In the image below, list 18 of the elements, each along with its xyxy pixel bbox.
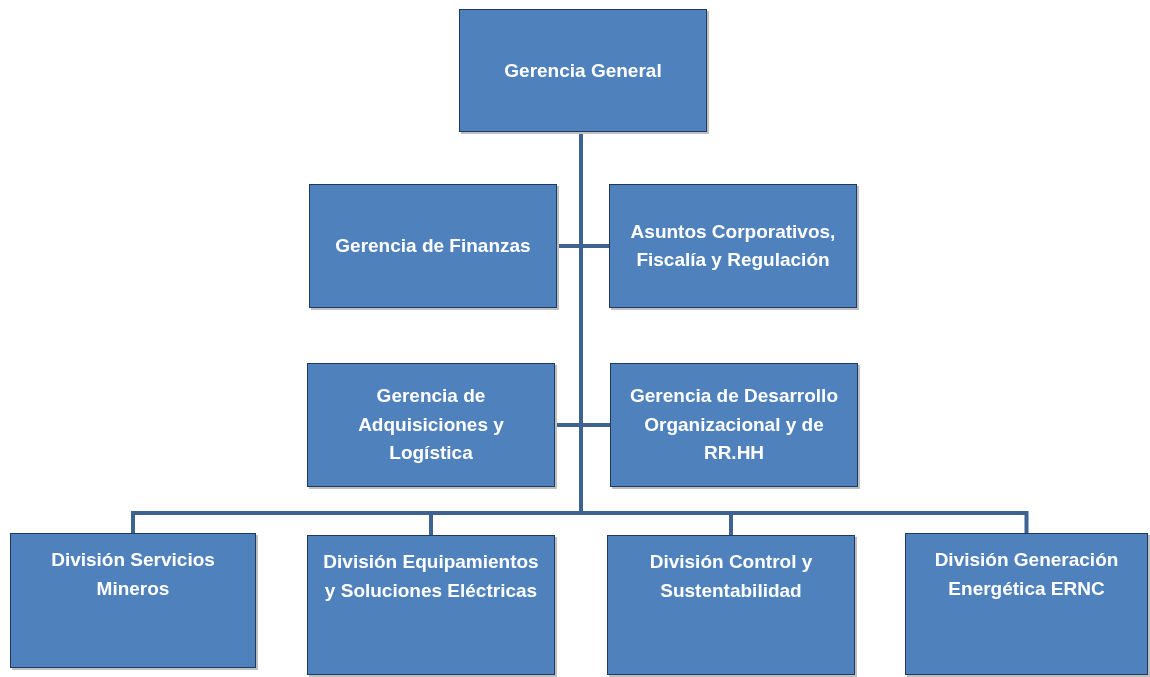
box-label: Gerencia de Finanzas (335, 233, 531, 258)
org-box (607, 535, 855, 675)
box-label: Gerencia General (504, 58, 662, 83)
org-box (609, 184, 857, 308)
box-label: División Servicios Mineros (50, 548, 216, 601)
org-box (309, 184, 557, 308)
box-label: Gerencia de Desarrollo Organizacional y de RR.HH (628, 384, 839, 466)
org-box (307, 535, 555, 675)
box-label: División Equipamientos y Soluciones Eléctricas (322, 550, 540, 603)
org-box (610, 363, 858, 487)
box-label: División Generación Energética ERNC (933, 548, 1120, 601)
box-label: Gerencia de Adquisiciones y Logística (357, 384, 505, 466)
box-label: Asuntos Corporativos, Fiscalía y Regulación (629, 219, 837, 272)
box-label: División Control y Sustentabilidad (648, 550, 814, 603)
org-box (905, 533, 1148, 675)
org-box (10, 533, 256, 668)
org-box (459, 9, 707, 132)
org-box (307, 363, 555, 487)
